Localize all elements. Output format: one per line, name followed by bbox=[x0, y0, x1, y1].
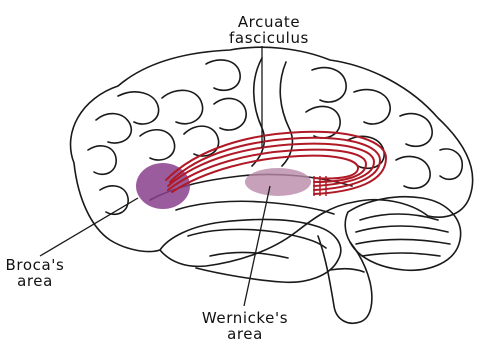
wernicke-area-region bbox=[245, 168, 311, 196]
arcuate-label-line1: Arcuate bbox=[206, 14, 332, 30]
broca-label-line1: Broca's bbox=[0, 257, 70, 273]
arcuate-fasciculus-label: Arcuate fasciculus bbox=[206, 14, 332, 46]
arcuate-label-line2: fasciculus bbox=[206, 30, 332, 46]
broca-label-line2: area bbox=[0, 273, 70, 289]
wernicke-label-line2: area bbox=[180, 326, 310, 342]
cerebellum-outline bbox=[345, 197, 460, 270]
wernicke-leader-line bbox=[244, 186, 270, 306]
wernicke-area-label: Wernicke's area bbox=[180, 310, 310, 342]
brainstem-outline bbox=[318, 236, 372, 323]
broca-area-label: Broca's area bbox=[0, 257, 70, 289]
wernicke-label-line1: Wernicke's bbox=[180, 310, 310, 326]
